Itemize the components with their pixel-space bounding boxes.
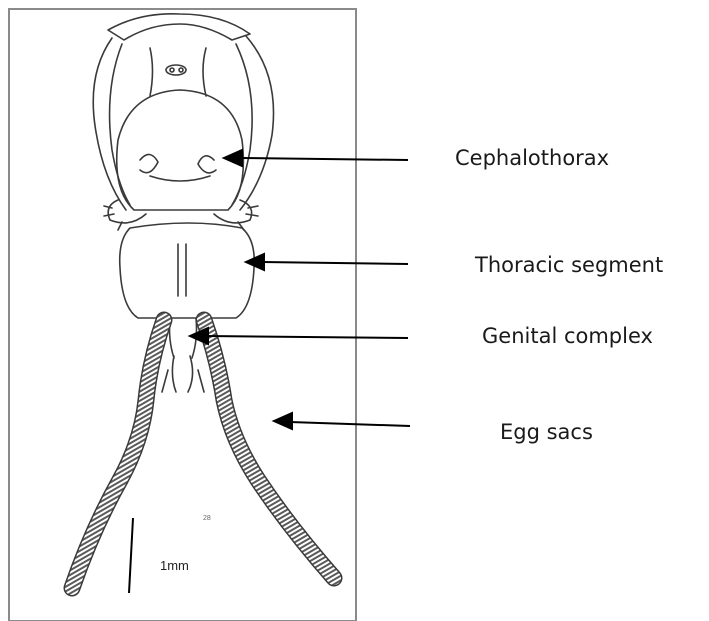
figure-number: 28 xyxy=(203,515,211,522)
label-genital-complex: Genital complex xyxy=(482,324,653,348)
scale-bar-label: 1mm xyxy=(160,558,189,573)
label-cephalothorax: Cephalothorax xyxy=(455,146,609,170)
label-thoracic-segment: Thoracic segment xyxy=(475,253,663,277)
label-egg-sacs: Egg sacs xyxy=(500,420,593,444)
